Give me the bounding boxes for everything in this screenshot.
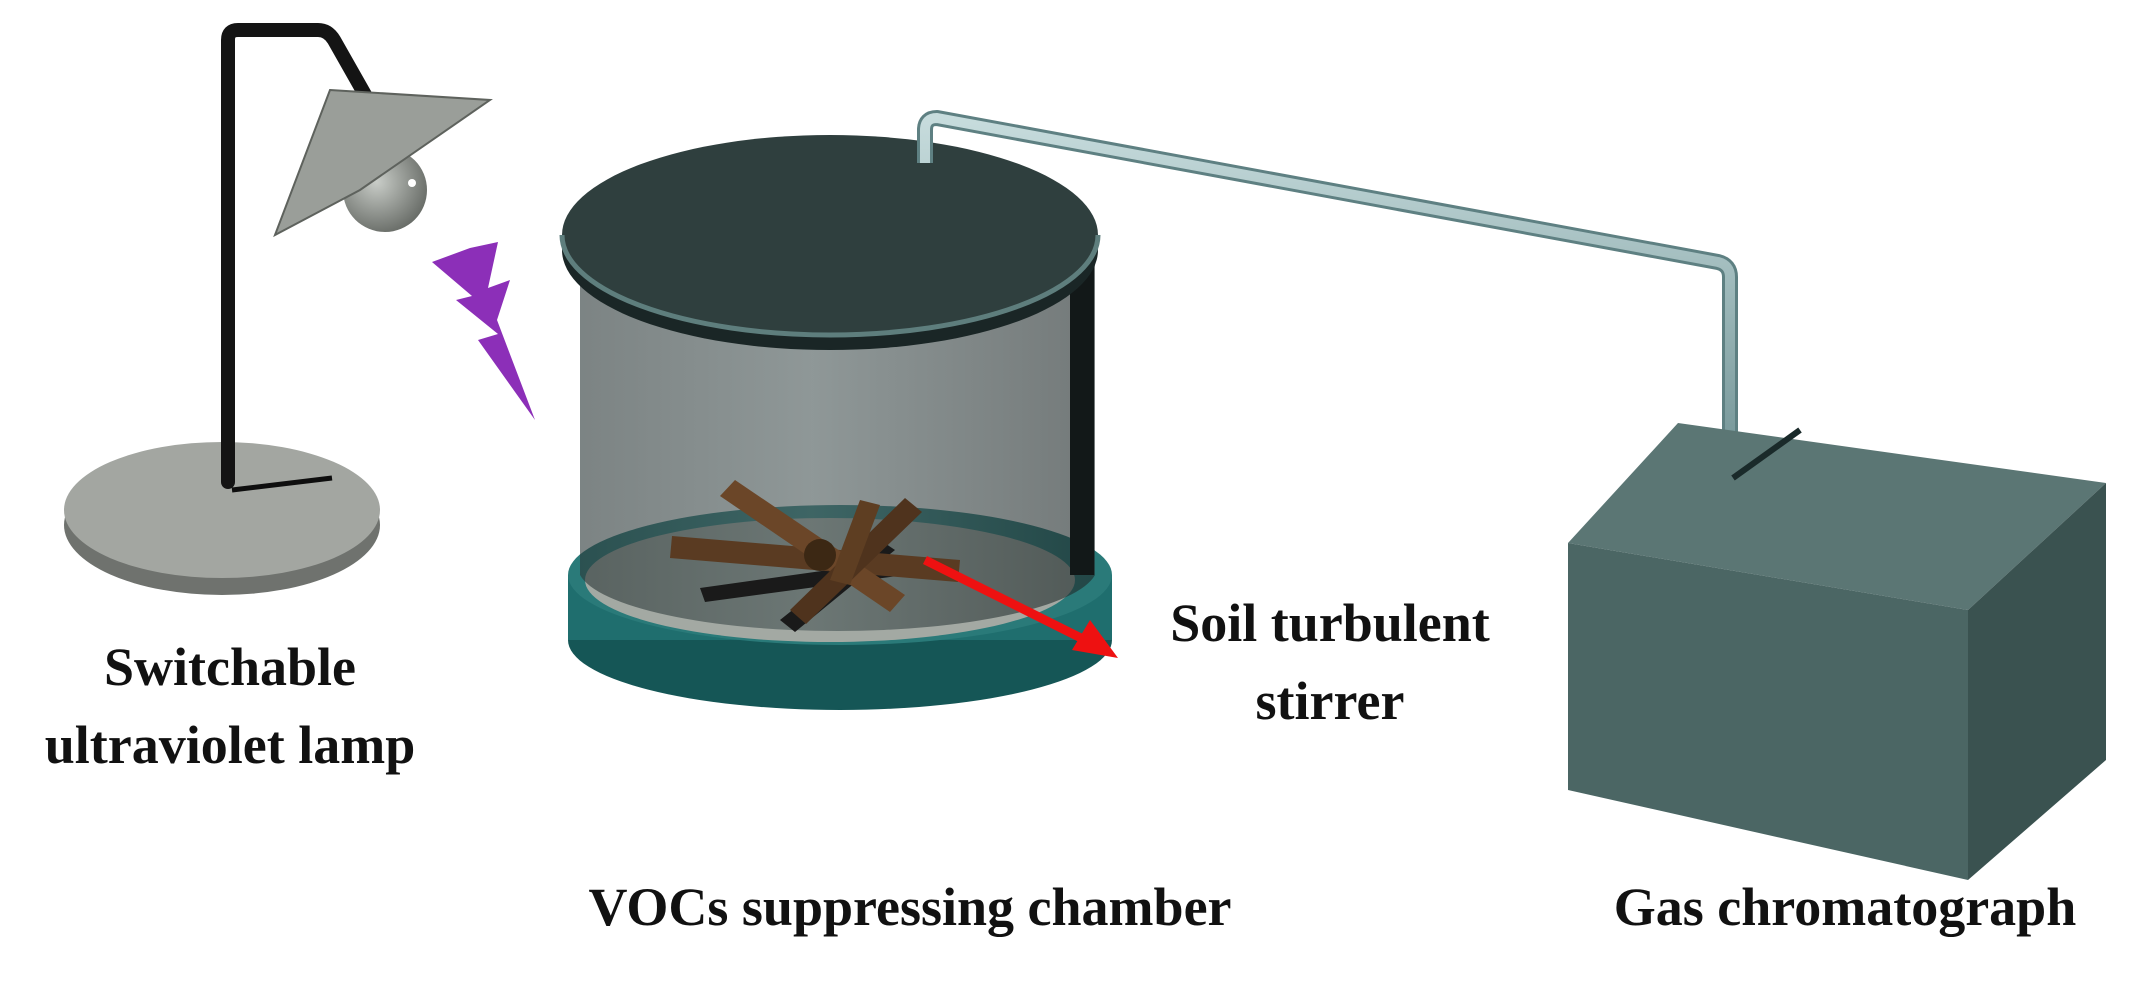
lamp-pole [221,23,375,489]
lamp-label: Switchable ultraviolet lamp [20,628,440,784]
pointer-arrow [922,555,1088,645]
lamp-bulb-highlight [408,179,416,187]
chamber-lid-rim [559,234,1101,338]
gc-tube-inlet-shadow [1731,427,1802,481]
gas-transfer-tube-highlight [920,113,1735,480]
lamp-pole-shadow [231,475,333,493]
ultraviolet-lamp [64,23,535,595]
lamp-label-line2: ultraviolet lamp [44,715,416,775]
vocs-suppressing-chamber [559,135,1118,710]
stirrer-blade [830,500,880,585]
gc-label: Gas chromatograph [1613,877,2077,937]
gc-box-top [1568,423,2106,610]
lamp-label-line1: Switchable [103,637,357,697]
gas-chromatograph [1568,423,2106,880]
stirrer-label-line1: Soil turbulent [1170,593,1490,653]
stirrer-hub [804,539,836,571]
stirrer-label-line2: stirrer [1255,671,1405,731]
gc-box-front [1568,543,1968,880]
uv-bolt-icon [432,242,535,420]
stirrer-label: Soil turbulent stirrer [1130,584,1530,740]
soil-turbulent-stirrer [670,480,960,632]
chamber-label: VOCs suppressing chamber [588,877,1232,937]
pointer-arrowhead [1072,620,1118,658]
lamp-shade [273,88,493,238]
lamp-base-top [64,442,380,578]
chamber-lid [562,135,1098,335]
gc-box-side [1968,483,2106,880]
